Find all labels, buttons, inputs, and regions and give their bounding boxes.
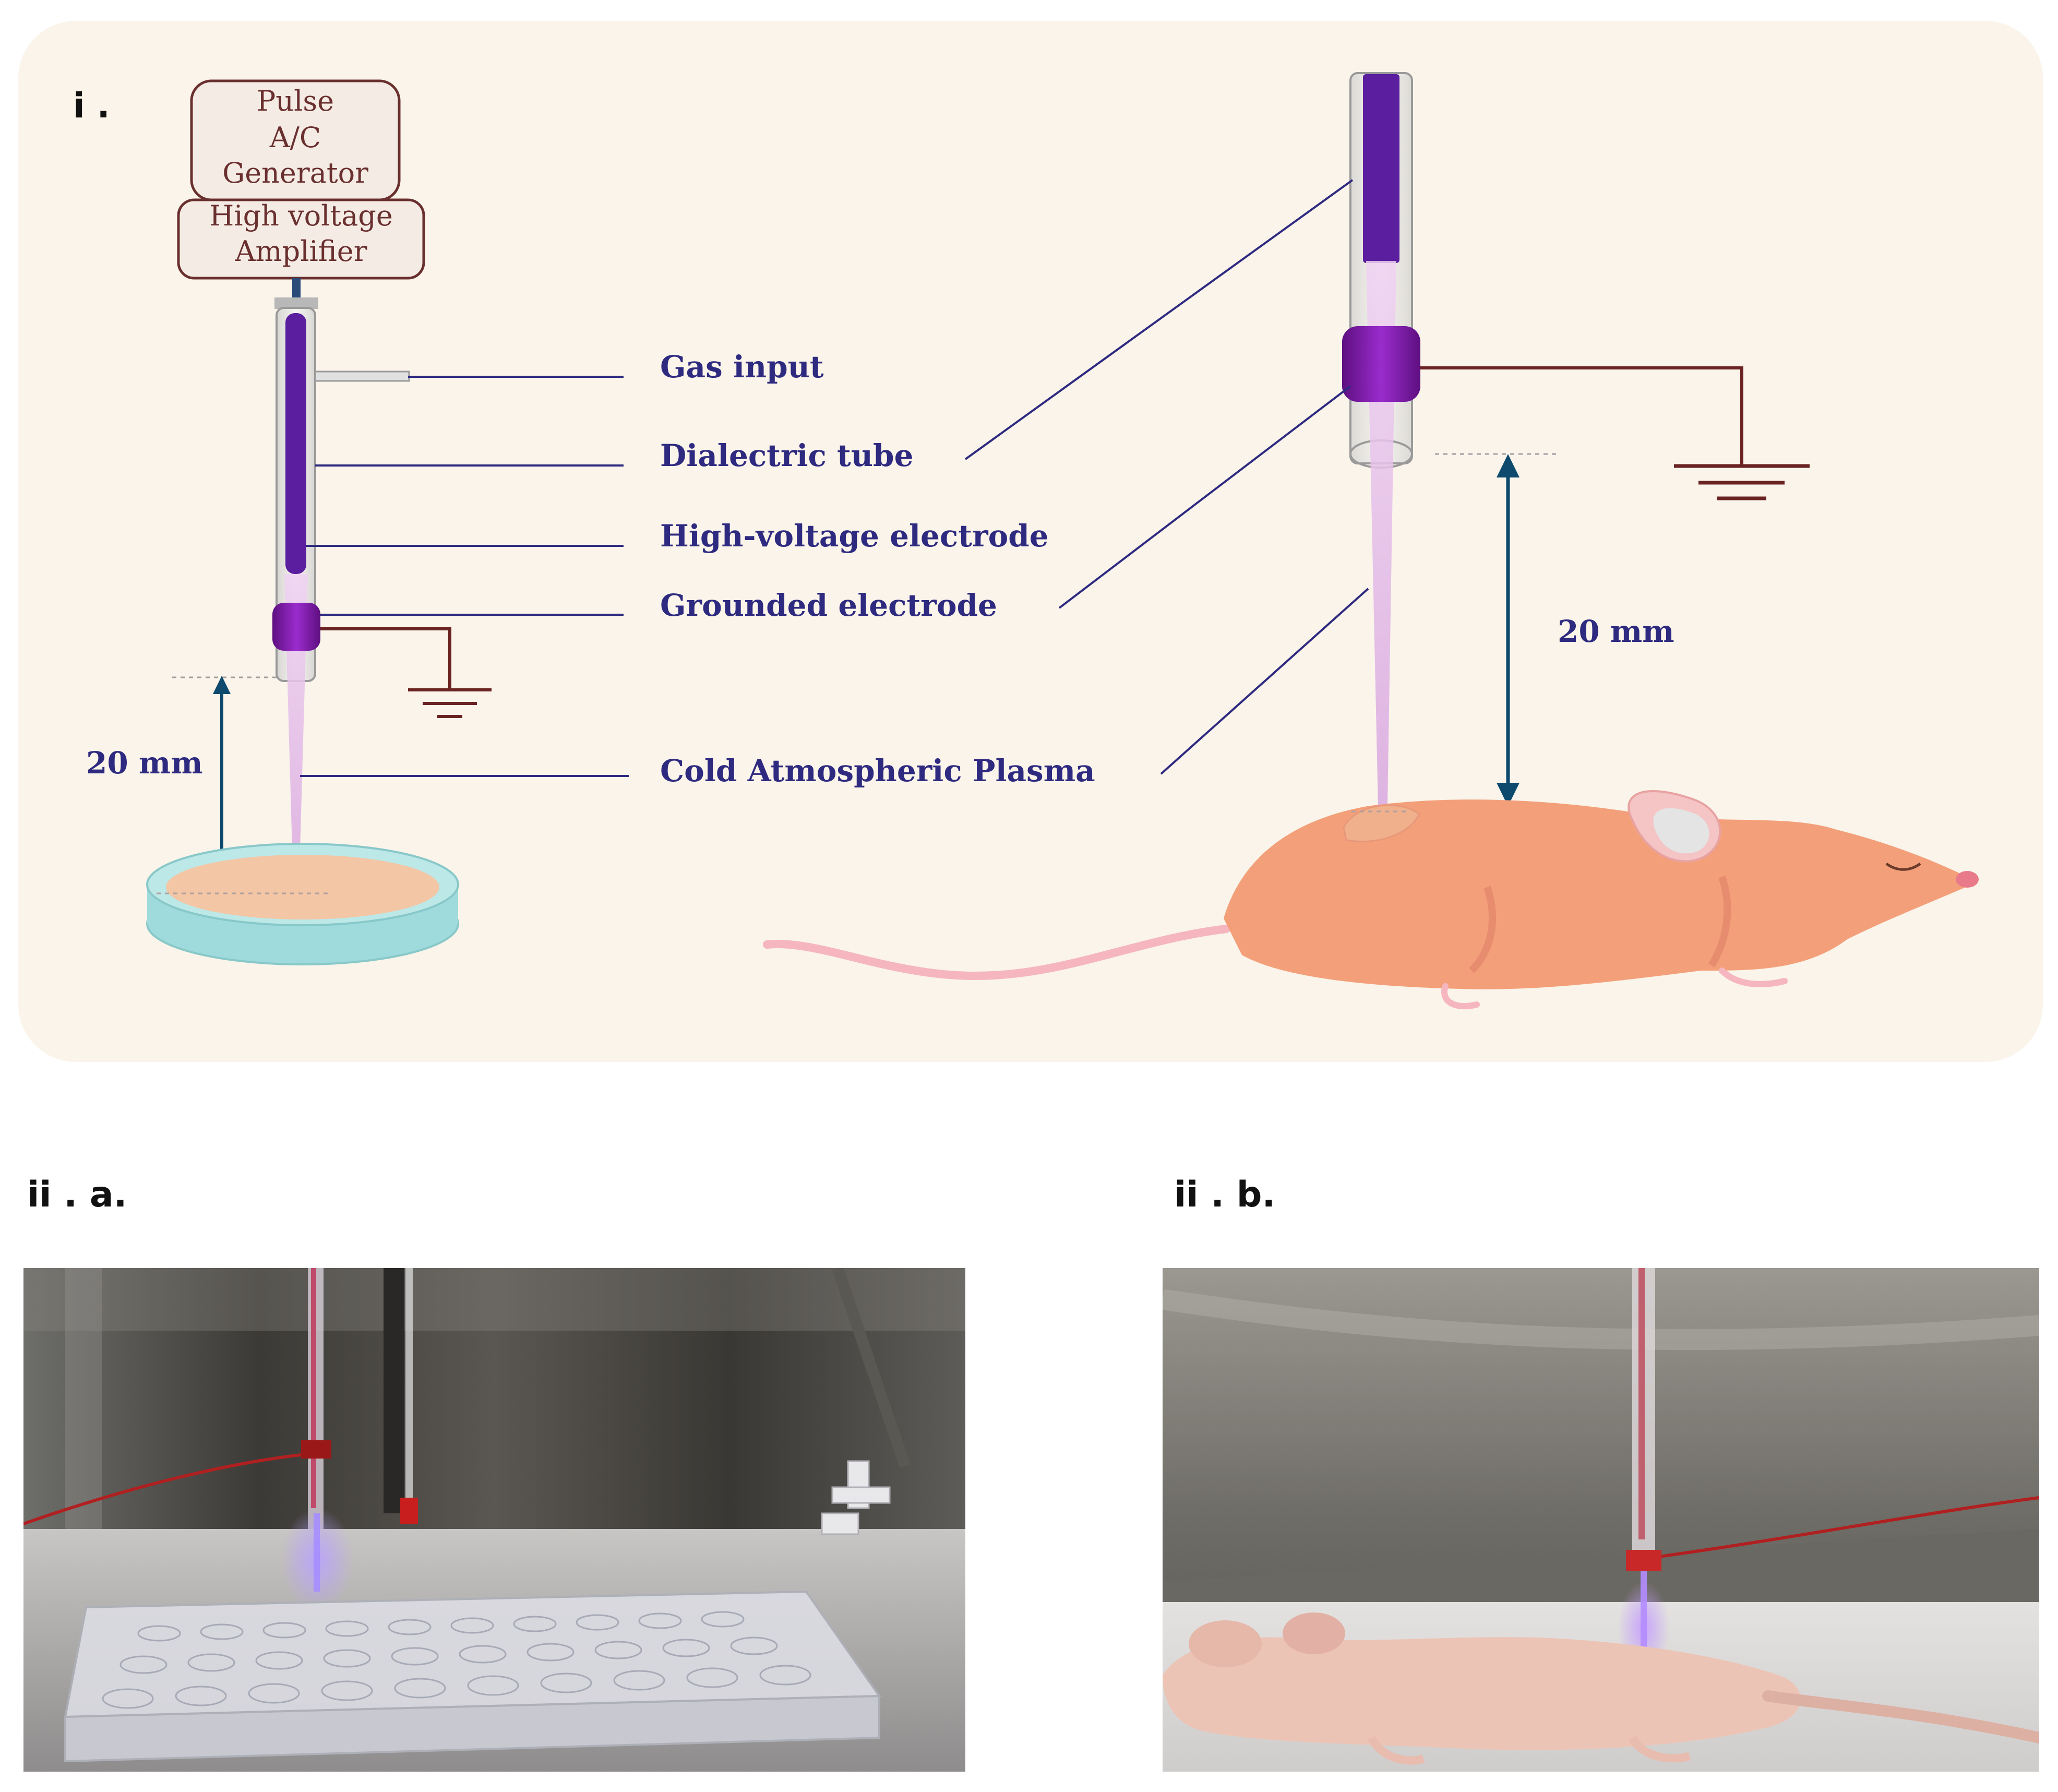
hv-electrode-right [1363,74,1399,263]
generator-label-2: A/C [269,121,321,154]
grounded-ring-left [272,603,320,651]
panel-label-ii-a: ii . a. [27,1174,127,1215]
amplifier-box [177,198,425,280]
generator-label-3: Generator [222,157,368,189]
amplifier-label-2: Amplifier [234,235,367,268]
photo-mouse-treatment [1163,1268,2039,1772]
grounded-ring-right [1342,326,1420,402]
amplifier-label-1: High voltage [209,199,393,232]
petri-dish-illustration [146,843,459,965]
panel-label-i: i . [73,86,110,126]
gas-inlet [314,371,410,382]
photo-well-plate-treatment [23,1268,965,1772]
plasma-jet-left [284,574,308,887]
callout-plasma: Cold Atmospheric Plasma [660,753,1095,789]
distance-label-right: 20 mm [1558,614,1674,649]
schematic-panel: Pulse A/C Generator High voltage Amplifi… [18,21,2043,1062]
callout-grounded-electrode: Grounded electrode [660,588,997,623]
hv-electrode-left [285,313,306,574]
panel-label-ii-b: ii . b. [1174,1174,1276,1215]
distance-label-left: 20 mm [86,745,203,781]
ground-symbol-icon [408,688,492,718]
callout-gas-input: Gas input [660,349,824,385]
callout-hv-electrode: High-voltage electrode [660,518,1049,554]
callout-dielectric-tube: Dialectric tube [660,438,913,473]
mouse-illustration [763,790,1979,1010]
ground-symbol-icon [1674,464,1810,500]
generator-label-1: Pulse [257,85,334,117]
panel-background [18,21,2043,1062]
